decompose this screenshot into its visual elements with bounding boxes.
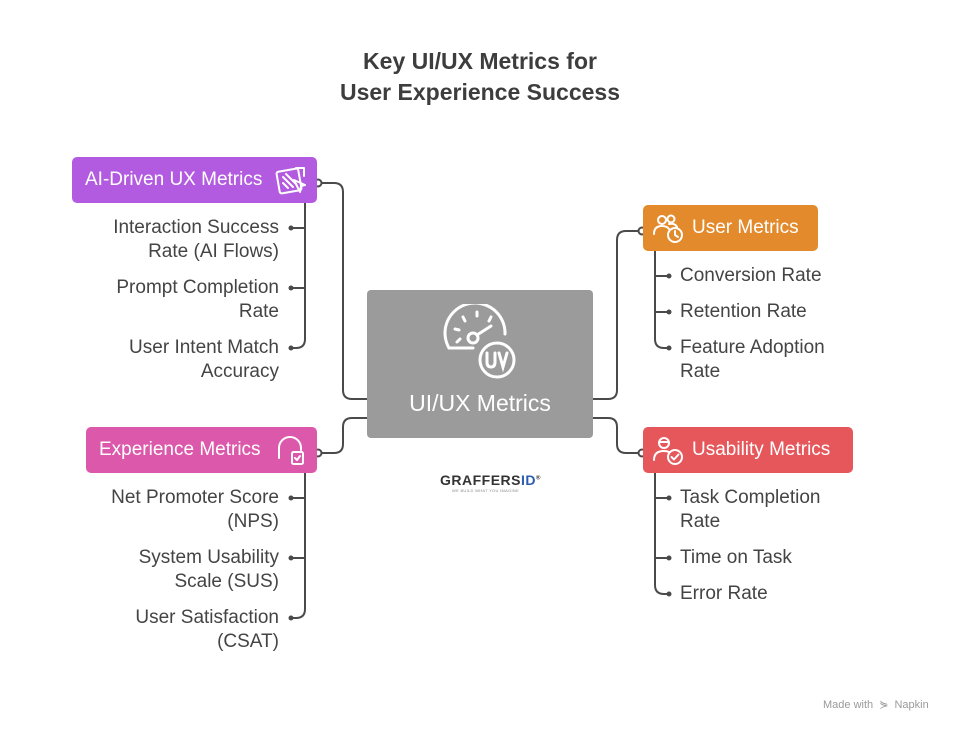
experience-metrics-label: Experience Metrics xyxy=(99,439,261,460)
graffersid-logo: GRAFFERSID® WE BUILD WHAT YOU IMAGINE xyxy=(440,472,541,493)
users-clock-icon xyxy=(652,212,684,244)
experience-item-csat: User Satisfaction (CSAT) xyxy=(135,607,279,652)
ai-item-prompt-completion: Prompt Completion Rate xyxy=(116,277,279,322)
experience-item-nps: Net Promoter Score (NPS) xyxy=(111,487,279,532)
connector-usability-items xyxy=(654,473,669,595)
made-with-napkin-watermark[interactable]: Made with ⋟ Napkin xyxy=(823,698,929,711)
usability-item-error-rate: Error Rate xyxy=(680,583,768,604)
made-with-text: Made with xyxy=(823,699,874,711)
experience-metrics-node: Experience Metrics xyxy=(86,427,317,473)
logo-registered-mark: ® xyxy=(536,475,541,482)
connector-center-usability xyxy=(593,417,642,454)
usability-metrics-node: Usability Metrics xyxy=(643,427,853,473)
ai-item-user-intent-match: User Intent Match Accuracy xyxy=(129,337,279,382)
logo-id-text: ID xyxy=(521,472,536,488)
user-item-retention-rate: Retention Rate xyxy=(680,301,807,322)
connector-center-experience xyxy=(318,417,367,454)
usability-item-time-on-task: Time on Task xyxy=(680,547,792,568)
napkin-icon: ⋟ xyxy=(879,699,889,711)
napkin-brand-text: Napkin xyxy=(894,699,929,711)
usability-item-task-completion: Task Completion Rate xyxy=(680,487,821,532)
connector-ai-items xyxy=(291,203,306,349)
title-line-1: Key UI/UX Metrics for xyxy=(363,48,597,74)
center-label: UI/UX Metrics xyxy=(409,390,551,416)
ai-driven-ux-metrics-label: AI-Driven UX Metrics xyxy=(85,169,263,190)
title-line-2: User Experience Success xyxy=(339,79,620,105)
user-item-feature-adoption: Feature Adoption Rate xyxy=(680,337,825,382)
diagram-title: Key UI/UX Metrics for User Experience Su… xyxy=(0,46,956,108)
user-item-conversion-rate: Conversion Rate xyxy=(680,265,822,286)
connector-user-items xyxy=(654,251,669,349)
ai-cursor-icon xyxy=(274,164,306,196)
connector-experience-items xyxy=(291,473,306,619)
center-node: UI/UX Metrics xyxy=(367,290,593,438)
user-check-icon xyxy=(652,434,684,466)
gauge-uv-icon xyxy=(443,301,519,389)
user-metrics-node: User Metrics xyxy=(643,205,818,251)
connector-center-ai xyxy=(318,182,367,400)
user-metrics-label: User Metrics xyxy=(692,217,799,238)
experience-item-sus: System Usability Scale (SUS) xyxy=(138,547,279,592)
ai-driven-ux-metrics-node: AI-Driven UX Metrics xyxy=(72,157,317,203)
ai-item-interaction-success: Interaction Success Rate (AI Flows) xyxy=(113,217,279,262)
headset-check-icon xyxy=(275,434,307,466)
logo-tagline: WE BUILD WHAT YOU IMAGINE xyxy=(452,488,520,493)
connector-center-user xyxy=(593,230,642,400)
usability-metrics-label: Usability Metrics xyxy=(692,439,831,460)
logo-main-text: GRAFFERS xyxy=(440,472,521,488)
